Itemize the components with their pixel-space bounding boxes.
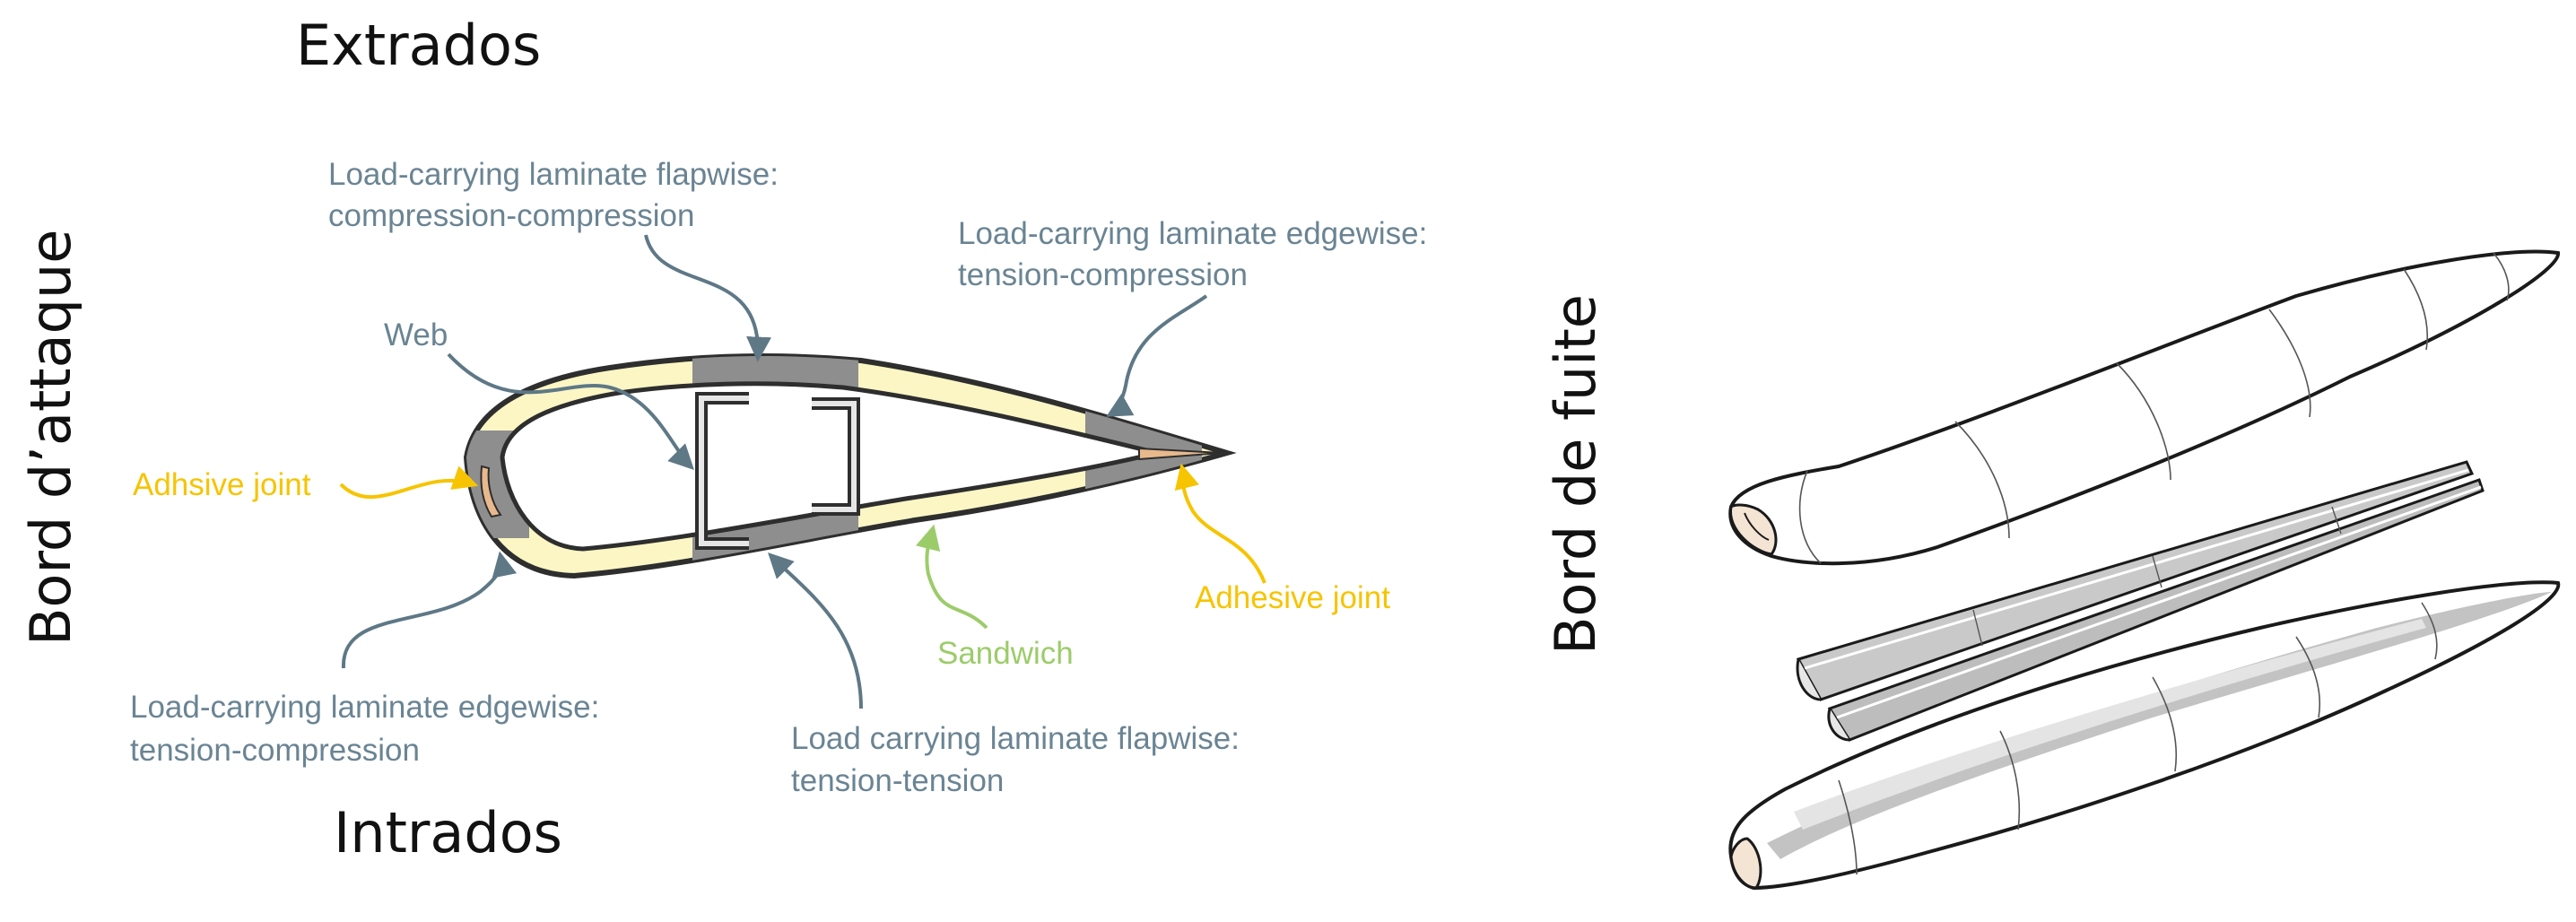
- arrow-flapwise-cc: [644, 234, 771, 362]
- label-flapwise-cc-line2: compression-compression: [328, 198, 694, 233]
- heading-intrados: Intrados: [334, 800, 562, 865]
- label-flapwise-tt-line2: tension-tension: [791, 763, 1004, 798]
- heading-bord-fuite: Bord de fuite: [1543, 294, 1608, 655]
- arrow-flapwise-tt: [768, 552, 863, 709]
- arrow-sandwich: [915, 524, 988, 630]
- arrow-adhesive-joint: [1174, 463, 1266, 584]
- label-edgewise-bottom-line2: tension-compression: [130, 733, 420, 768]
- blade-spar-webs: [1796, 460, 2485, 742]
- label-sandwich: Sandwich: [937, 636, 1074, 671]
- label-adhesive-joint: Adhesive joint: [1195, 580, 1390, 615]
- airfoil-inner-cavity: [500, 381, 1158, 552]
- label-edgewise-top-line1: Load-carrying laminate edgewise:: [958, 216, 1427, 251]
- label-arrows: [339, 234, 1266, 709]
- trailing-edge-joint: [1138, 447, 1223, 461]
- arrow-edgewise-bottom: [341, 551, 518, 669]
- label-edgewise-bottom-line1: Load-carrying laminate edgewise:: [130, 690, 599, 725]
- label-edgewise-top-line2: tension-compression: [958, 257, 1248, 292]
- web-right-inner: [812, 401, 857, 512]
- shear-webs: [695, 392, 860, 550]
- heading-bord-attaque: Bord d’attaque: [18, 230, 83, 646]
- blade-lower-shell: [1728, 580, 2561, 891]
- blade-upper-shell: [1728, 249, 2560, 566]
- arrow-adhsive-joint: [339, 465, 479, 500]
- label-web: Web: [384, 317, 448, 352]
- arrow-web: [447, 352, 694, 470]
- arrow-edgewise-top: [1106, 294, 1208, 417]
- web-left-inner: [699, 396, 749, 546]
- label-flapwise-cc-line1: Load-carrying laminate flapwise:: [328, 157, 779, 192]
- heading-extrados: Extrados: [296, 13, 541, 78]
- airfoil-cross-section: [463, 352, 1237, 579]
- blade-exploded-view: [1728, 249, 2561, 891]
- label-adhsive-joint: Adhsive joint: [133, 467, 311, 502]
- label-flapwise-tt-line1: Load carrying laminate flapwise:: [791, 721, 1240, 756]
- leading-edge-joint: [480, 465, 502, 518]
